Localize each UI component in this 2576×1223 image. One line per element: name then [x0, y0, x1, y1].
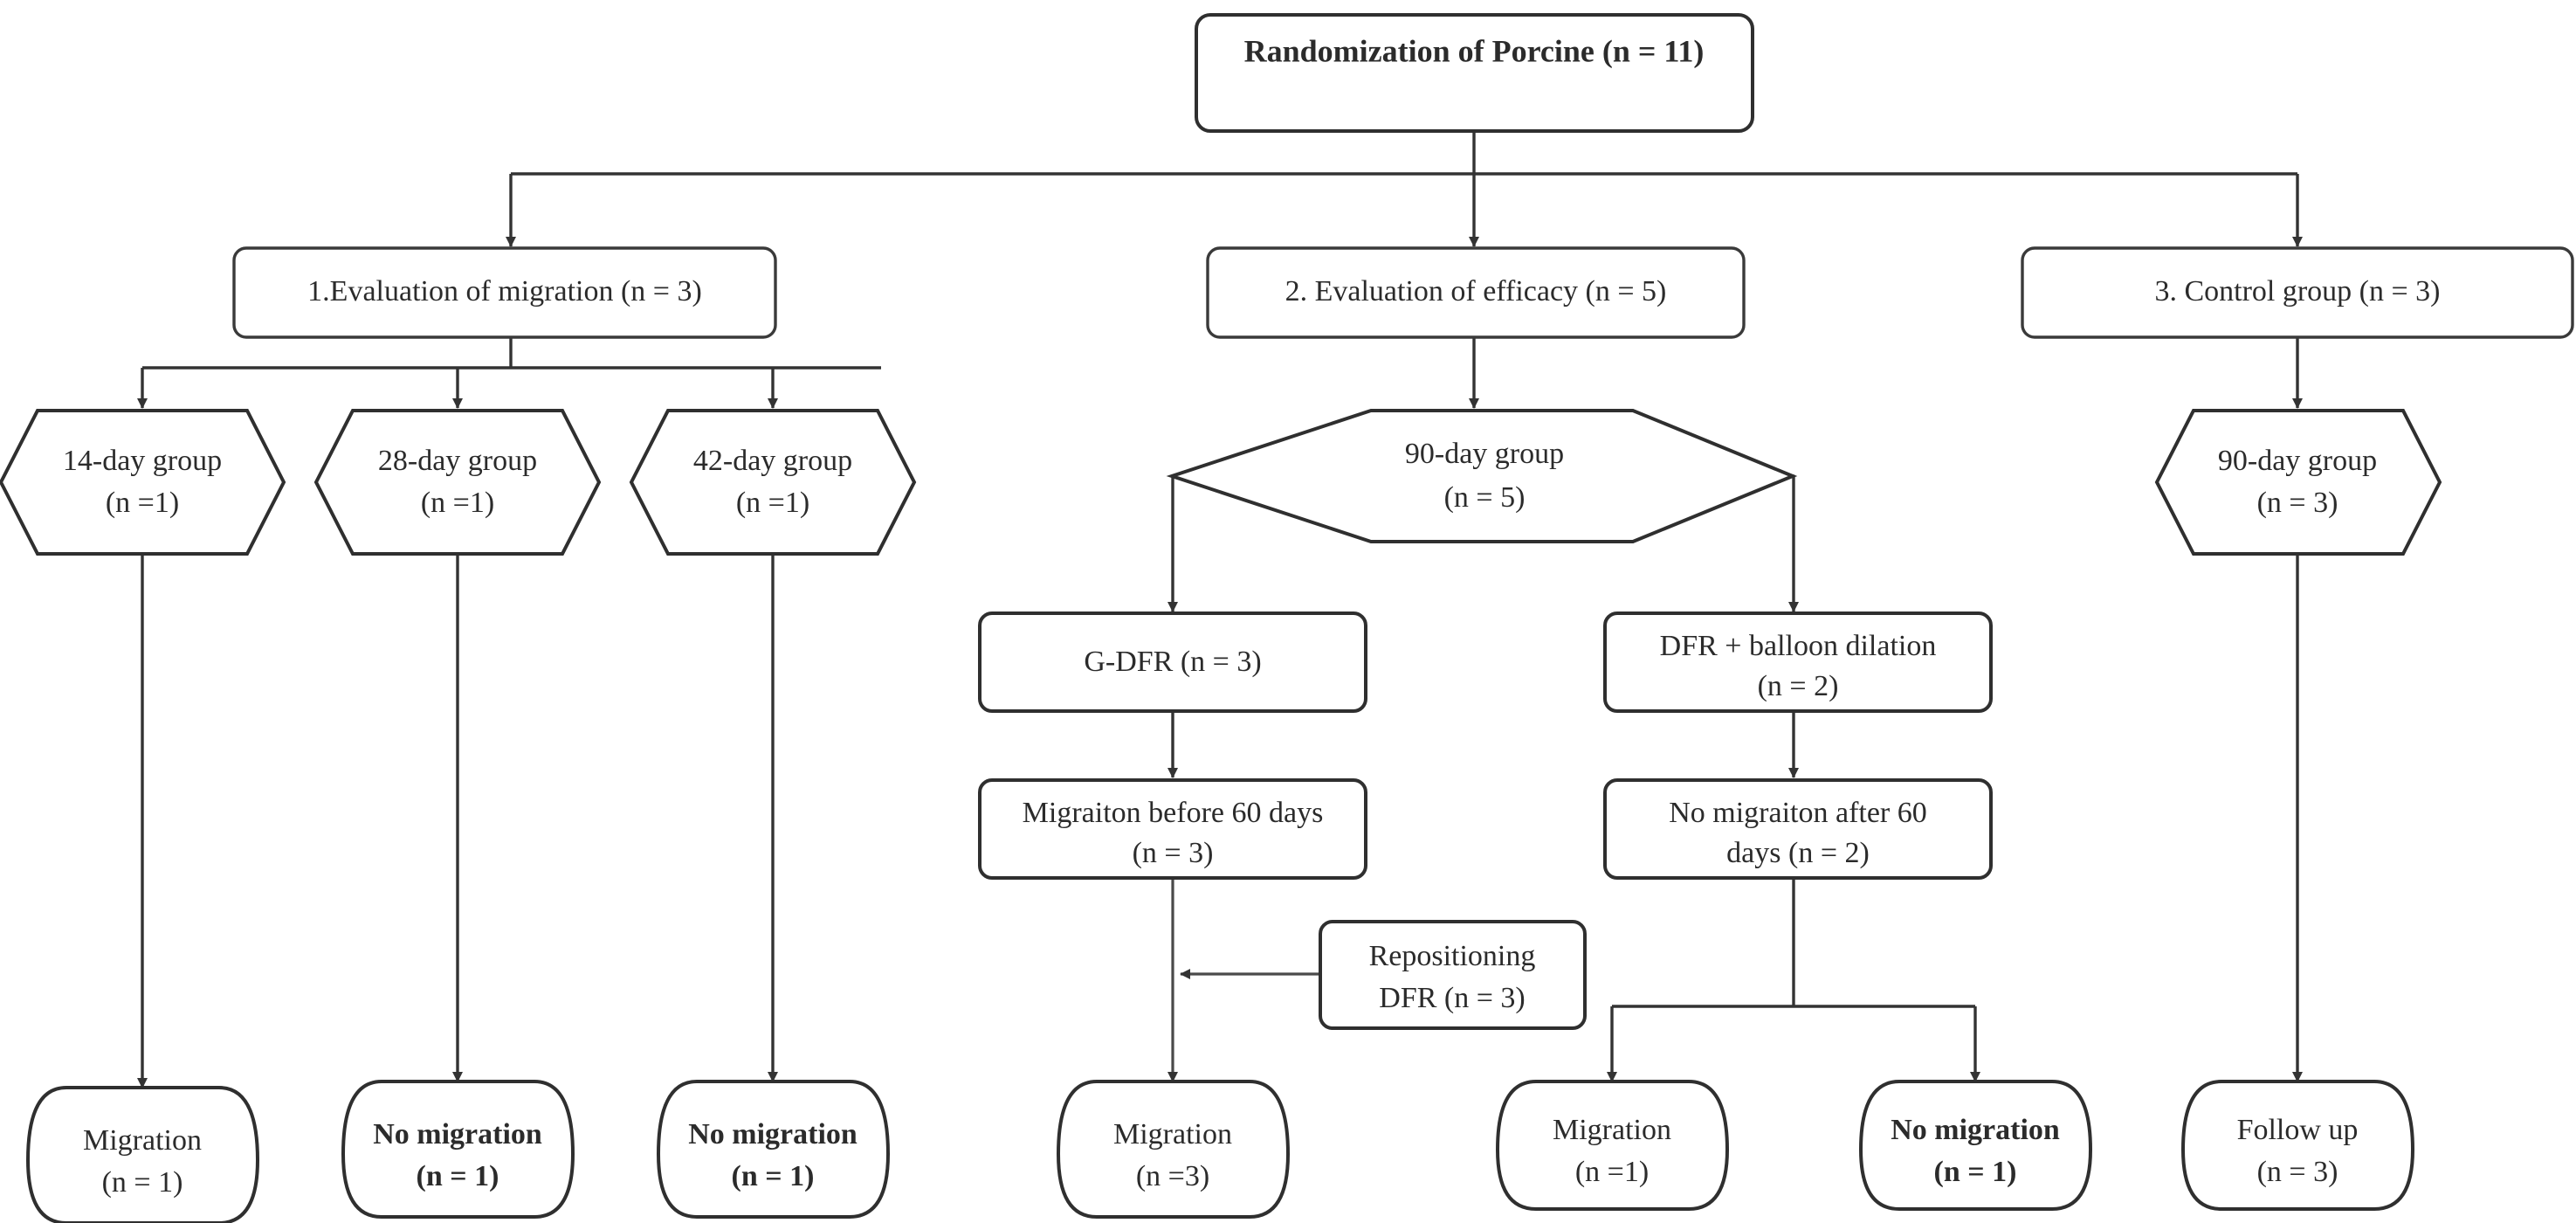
node-hex90a-line2: (n = 5): [1444, 481, 1526, 514]
node-hex-90-day-group-control[interactable]: 90-day group (n = 3): [2154, 409, 2442, 556]
node-hex28-line2: (n =1): [421, 487, 494, 519]
node-no-migration-after-60-days[interactable]: No migraiton after 60 days (n = 2): [1603, 778, 1993, 880]
node-hex28-line1: 28-day group: [378, 445, 537, 477]
node-nomigafter-line2: days (n = 2): [1726, 837, 1870, 869]
node-migbefore-line2: (n = 3): [1133, 837, 1214, 869]
node-hex-42-day-group[interactable]: 42-day group (n =1): [629, 409, 917, 556]
node-outcome-migration-4[interactable]: Migration (n =3): [1056, 1080, 1291, 1219]
node-out4-line2: (n =3): [1136, 1160, 1209, 1192]
node-hex-28-day-group[interactable]: 28-day group (n =1): [313, 409, 602, 556]
node-g-dfr[interactable]: G-DFR (n = 3): [978, 612, 1367, 713]
node-out6-line1: No migration: [1891, 1114, 2060, 1146]
node-out5-line1: Migration: [1553, 1114, 1671, 1146]
node-evaluation-of-migration[interactable]: 1.Evaluation of migration (n = 3): [232, 246, 777, 339]
node-out6-line2: (n = 1): [1934, 1156, 2017, 1188]
node-out3-line1: No migration: [688, 1118, 858, 1150]
node-hex42-line1: 42-day group: [693, 445, 852, 477]
connector-hex90a-to-gdfr: [1167, 474, 1178, 612]
node-root-label: Randomization of Porcine (n = 11): [1244, 33, 1705, 68]
node-out2-line2: (n = 1): [417, 1160, 499, 1192]
node-outcome-follow-up-7[interactable]: Follow up (n = 3): [2180, 1080, 2415, 1211]
node-hex90b-line1: 90-day group: [2218, 445, 2377, 477]
node-randomization-root[interactable]: Randomization of Porcine (n = 11): [1195, 13, 1754, 133]
node-outcome-migration-5[interactable]: Migration (n =1): [1495, 1080, 1730, 1211]
node-out2-line1: No migration: [373, 1118, 542, 1150]
node-dfrballoon-line1: DFR + balloon dilation: [1660, 630, 1937, 662]
node-migration-before-60-days[interactable]: Migraiton before 60 days (n = 3): [978, 778, 1367, 880]
node-control-group[interactable]: 3. Control group (n = 3): [2021, 246, 2574, 339]
node-hex14-line2: (n =1): [106, 487, 179, 519]
node-reposition-line1: Repositioning: [1369, 940, 1536, 972]
node-arm3-label: 3. Control group (n = 3): [2154, 275, 2440, 307]
node-hex90a-line1: 90-day group: [1405, 438, 1564, 470]
node-out3-line2: (n = 1): [732, 1160, 815, 1192]
node-arm2-label: 2. Evaluation of efficacy (n = 5): [1285, 275, 1667, 307]
node-out5-line2: (n =1): [1575, 1156, 1649, 1188]
node-hex90b-line2: (n = 3): [2257, 487, 2338, 519]
node-outcome-no-migration-2[interactable]: No migration (n = 1): [341, 1080, 575, 1219]
node-dfr-balloon-dilation[interactable]: DFR + balloon dilation (n = 2): [1603, 612, 1993, 713]
node-repositioning-dfr[interactable]: Repositioning DFR (n = 3): [1319, 920, 1587, 1030]
node-out1-line2: (n = 1): [102, 1166, 183, 1199]
node-dfrballoon-line2: (n = 2): [1758, 670, 1839, 702]
node-migbefore-line1: Migraiton before 60 days: [1023, 797, 1324, 829]
node-outcome-no-migration-6[interactable]: No migration (n = 1): [1858, 1080, 2093, 1211]
node-arm1-label: 1.Evaluation of migration (n = 3): [307, 275, 702, 307]
node-outcome-no-migration-3[interactable]: No migration (n = 1): [656, 1080, 891, 1219]
connector-hex90a-to-dfrballoon: [1788, 474, 1799, 612]
node-out7-line1: Follow up: [2237, 1114, 2359, 1146]
node-out1-line1: Migration: [83, 1124, 202, 1157]
node-gdfr-line1: G-DFR (n = 3): [1084, 646, 1261, 678]
node-hex14-line1: 14-day group: [63, 445, 222, 477]
node-hex42-line2: (n =1): [736, 487, 809, 519]
node-nomigafter-line1: No migraiton after 60: [1669, 797, 1927, 829]
node-evaluation-of-efficacy[interactable]: 2. Evaluation of efficacy (n = 5): [1206, 246, 1746, 339]
node-out4-line1: Migration: [1113, 1118, 1232, 1150]
node-hex-90-day-group-efficacy[interactable]: 90-day group (n = 5): [1166, 409, 1798, 543]
node-out7-line2: (n = 3): [2257, 1156, 2338, 1188]
node-outcome-migration-1[interactable]: Migration (n = 1): [25, 1086, 260, 1223]
node-reposition-line2: DFR (n = 3): [1379, 982, 1525, 1014]
node-hex-14-day-group[interactable]: 14-day group (n =1): [0, 409, 286, 556]
